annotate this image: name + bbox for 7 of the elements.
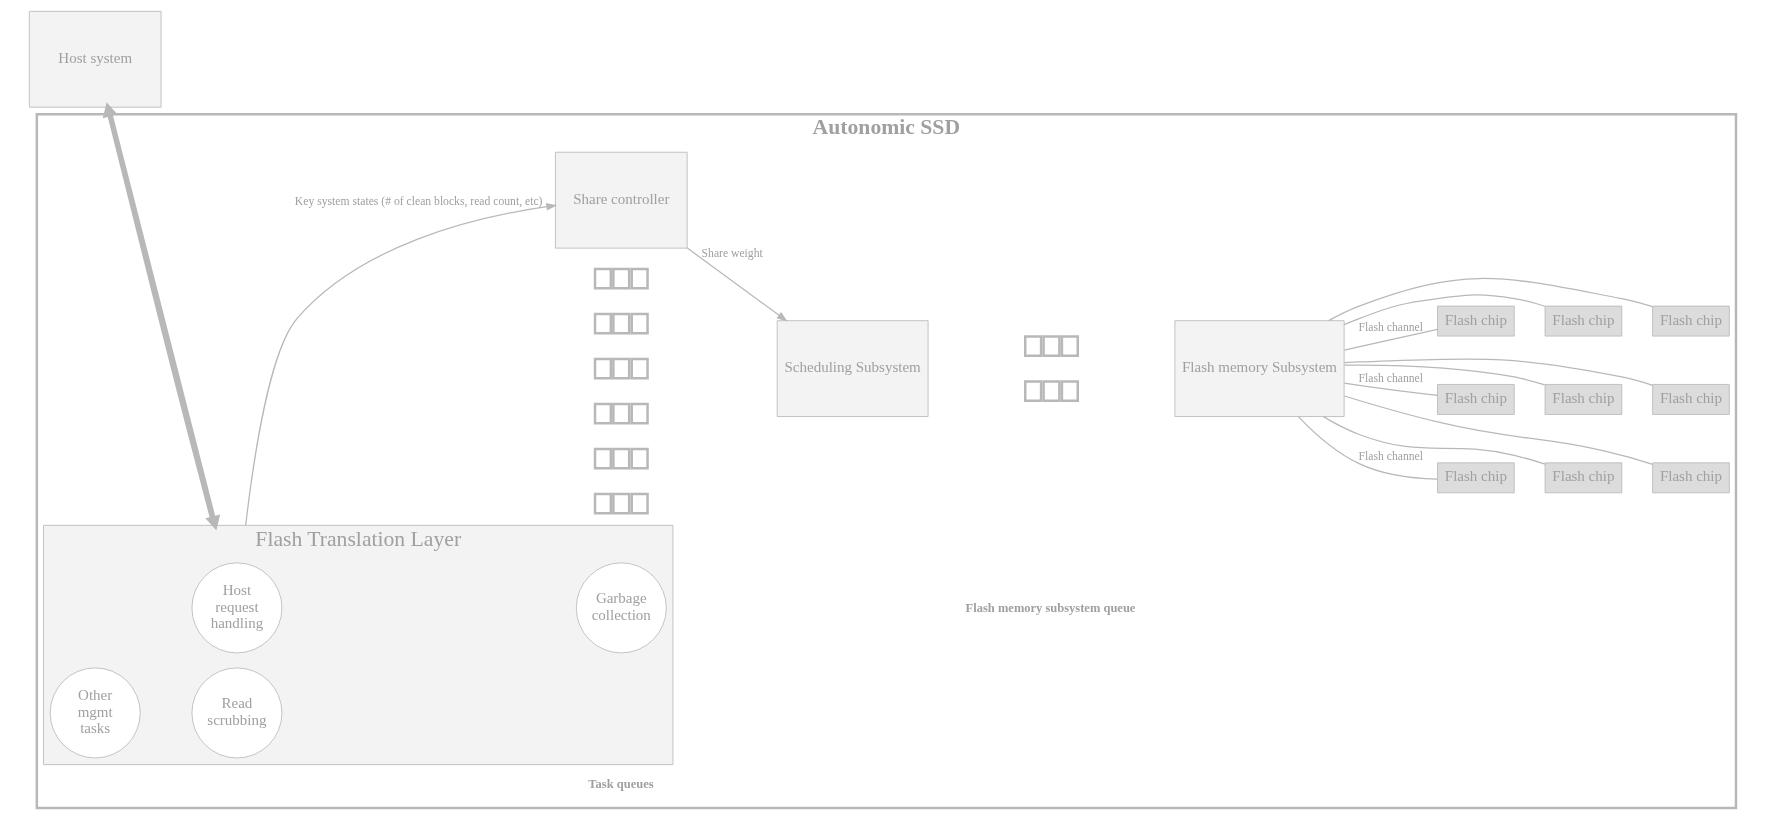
- edge-label: Share weight: [701, 247, 763, 261]
- label: Task queues: [587, 777, 654, 792]
- edge-label: Flash channel: [1358, 450, 1423, 464]
- edge-label: Flash channel: [1358, 372, 1423, 386]
- edge-label: Flash channel: [1358, 321, 1423, 335]
- edge-label: Key system states (# of clean blocks, read count, etc): [294, 195, 542, 209]
- label: Flash memory subsystem queue: [965, 600, 1135, 615]
